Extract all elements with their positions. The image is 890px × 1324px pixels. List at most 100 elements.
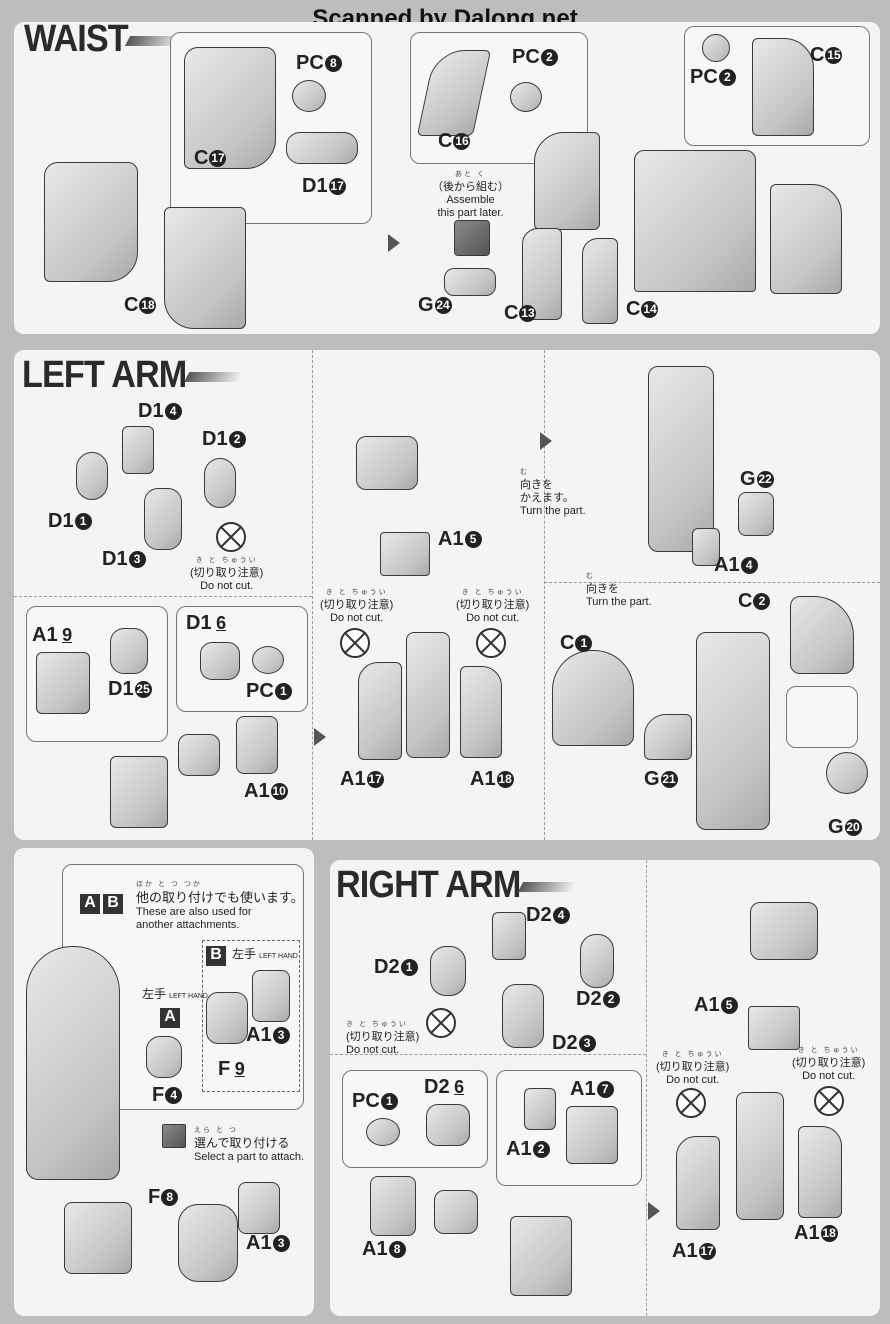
part-c1	[552, 650, 634, 746]
g20-detail-bubble	[786, 686, 858, 748]
divider	[312, 350, 313, 840]
select-part-icon	[162, 1124, 186, 1148]
part-hand-base	[64, 1202, 132, 1274]
do-not-cut-icon	[476, 628, 506, 658]
part-a1-3-c	[238, 1182, 280, 1234]
divider	[544, 582, 880, 583]
part-d1-6	[200, 642, 240, 680]
part-f8	[178, 1204, 238, 1282]
waist-part-g24	[444, 268, 496, 296]
do-not-cut-icon	[340, 628, 370, 658]
part-forearm-assembled	[110, 756, 168, 828]
part-d1-1	[76, 452, 108, 500]
left-hand-note-b: 左手 LEFT HAND	[232, 947, 298, 961]
do-not-cut-icon	[426, 1008, 456, 1038]
part-forearm-r	[510, 1216, 572, 1296]
part-a1-17-r	[676, 1136, 720, 1230]
part-d1-4	[122, 426, 154, 474]
part-c2	[790, 596, 854, 674]
left-hand-note-a: 左手 LEFT HAND	[142, 987, 208, 1001]
do-not-cut-note: き と ちゅうい (切り取り注意)Do not cut.	[320, 589, 394, 624]
part-a1-2	[524, 1088, 556, 1130]
waist-part-pc2-b	[702, 34, 730, 62]
part-d2-2	[580, 934, 614, 988]
part-arm-assembled-2	[696, 632, 770, 830]
section-title-left-arm: LEFT ARM	[22, 354, 187, 396]
part-d2-4	[492, 912, 526, 960]
part-a1-18	[460, 666, 502, 758]
waist-part-c18	[164, 207, 246, 329]
part-d2-3	[502, 984, 544, 1048]
part-a1-17	[358, 662, 402, 760]
step-arrow	[540, 432, 552, 450]
part-a1-3-b	[252, 970, 290, 1022]
hand-a-badge: A	[160, 1008, 180, 1028]
do-not-cut-icon	[676, 1088, 706, 1118]
part-d1-3	[144, 488, 182, 550]
waist-part-c13	[522, 228, 562, 320]
part-shoulder-block-r	[750, 902, 818, 960]
part-f4	[146, 1036, 182, 1078]
waist-part-c17-assembled	[44, 162, 138, 282]
part-elbow-r	[434, 1190, 478, 1234]
waist-part-pc2-a	[510, 82, 542, 112]
section-title-waist: WAIST	[24, 18, 129, 60]
part-a1-10	[236, 716, 278, 774]
part-a1-18-r	[798, 1126, 842, 1218]
hand-b-badge: B	[206, 946, 226, 966]
part-g21	[644, 714, 692, 760]
divider	[544, 350, 545, 840]
waist-part-c16-assembled	[534, 132, 600, 230]
waist-part-c15	[752, 38, 814, 136]
assemble-later-note: あと く （後から組む） Assemble this part later.	[432, 171, 509, 219]
part-f9	[206, 992, 248, 1044]
section-title-right-arm: RIGHT ARM	[336, 864, 521, 906]
do-not-cut-note: き と ちゅうい (切り取り注意)Do not cut.	[346, 1021, 420, 1056]
part-shoulder-block	[356, 436, 418, 490]
waist-part-c17	[184, 47, 276, 169]
do-not-cut-icon	[814, 1086, 844, 1116]
part-g22	[738, 492, 774, 536]
part-g20	[826, 752, 868, 794]
part-a1-5	[380, 532, 430, 576]
divider	[14, 596, 312, 597]
step-arrow	[388, 234, 400, 252]
also-used-note: ほか と つ つか 他の取り付けでも使います。 These are also u…	[136, 881, 304, 931]
waist-part-c15-assembled	[770, 184, 842, 294]
assemble-later-icon	[454, 220, 490, 256]
do-not-cut-note: き と ちゅうい (切り取り注意)Do not cut.	[656, 1051, 730, 1086]
part-upper-arm-frame	[406, 632, 450, 758]
do-not-cut-note: き と ちゅうい (切り取り注意)Do not cut.	[190, 557, 264, 592]
